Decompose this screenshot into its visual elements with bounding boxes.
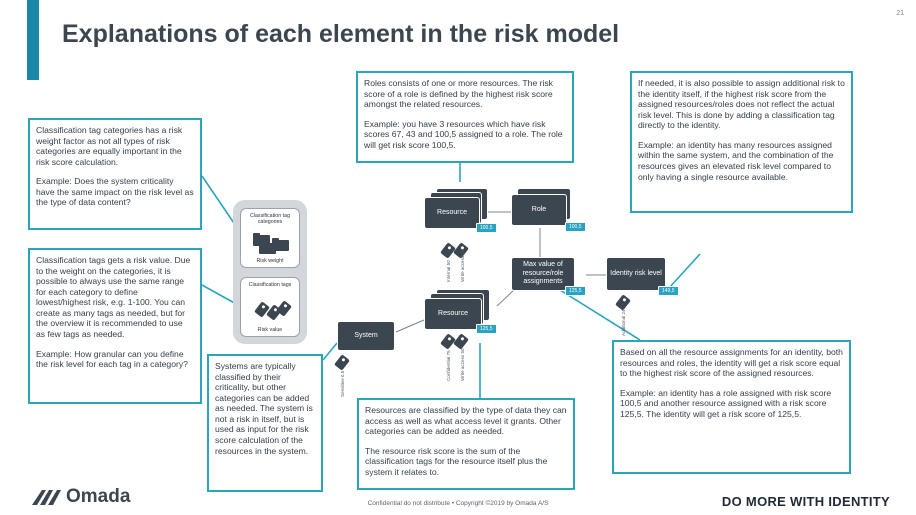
callout-resources: Resources are classified by the type of … <box>357 398 575 490</box>
tag-label: Write access 50 <box>460 249 465 282</box>
tag-label: Internal 50 <box>446 260 451 282</box>
callout-text: Roles consists of one or more resources.… <box>364 78 553 110</box>
resource-top-node: Resource 100,5 <box>424 188 497 236</box>
identity-risk-node: Identity risk level 149,5 <box>606 257 682 299</box>
risk-badge: 100,5 <box>476 223 497 233</box>
card-title: Classification tag categories <box>249 213 291 225</box>
card-label: Risk value <box>257 327 283 333</box>
tag-label: Write access 50 <box>460 348 465 381</box>
callout-systems: Systems are typically classified by thei… <box>207 354 323 492</box>
page-number: 21 <box>896 10 904 17</box>
callout-roles: Roles consists of one or more resources.… <box>356 71 574 163</box>
callout-example: Example: an identity has many resources … <box>638 139 834 182</box>
tag-values-card: Classification tags Risk value <box>240 277 300 337</box>
callout-tag-values: Classification tags gets a risk value. D… <box>28 248 202 404</box>
callout-text: Classification tag categories has a risk… <box>36 125 183 167</box>
system-node: System <box>337 321 397 355</box>
callout-line-assignments <box>559 289 641 341</box>
risk-badge: 149,5 <box>658 286 679 296</box>
callout-line-tags <box>201 284 239 306</box>
page-title: Explanations of each element in the risk… <box>62 20 620 48</box>
title-accent-bar <box>27 0 39 80</box>
resource-bottom-node: Resource 125,5 <box>424 289 497 337</box>
node-label: Resource <box>424 197 480 229</box>
callout-example: Example: you have 3 resources which have… <box>364 118 563 150</box>
callout-identity: If needed, it is also possible to assign… <box>630 71 853 213</box>
tag-label: Sensitive 0.5 <box>340 370 345 397</box>
max-value-node: Max value of resource/role assignments 1… <box>511 257 591 299</box>
tag-categories-card: Classification tag categories Risk weigh… <box>240 208 300 268</box>
callout-text: Systems are typically classified by thei… <box>215 361 313 456</box>
callout-line-identity <box>668 253 701 289</box>
node-label: System <box>337 321 395 351</box>
omada-logo-icon <box>32 490 61 505</box>
omada-logo: Omada <box>32 486 130 508</box>
copyright-note: Confidential do not distribute • Copyrig… <box>367 500 549 507</box>
callout-text: Based on all the resource assignments fo… <box>620 347 843 379</box>
callout-text: If needed, it is also possible to assign… <box>638 78 845 131</box>
callout-assignments: Based on all the resource assignments fo… <box>612 340 851 474</box>
role-node: Role 100,5 <box>511 188 586 236</box>
callout-example: Example: Does the system criticality hav… <box>36 176 194 208</box>
callout-text: Resources are classified by the type of … <box>365 405 567 437</box>
classification-tag-panel: Classification tag categories Risk weigh… <box>233 200 307 344</box>
callout-example: Example: How granular can you define the… <box>36 348 188 370</box>
tagline: DO MORE WITH IDENTITY <box>721 494 890 509</box>
callout-category-weights: Classification tag categories has a risk… <box>28 118 202 230</box>
tag-icon <box>251 300 292 322</box>
callout-text: Classification tags gets a risk value. D… <box>36 255 191 339</box>
callout-example: The resource risk score is the sum of th… <box>365 445 548 477</box>
card-label: Risk weight <box>256 258 284 264</box>
node-label: Identity risk level <box>606 257 666 291</box>
logo-text: Omada <box>66 486 131 507</box>
risk-badge: 125,5 <box>565 286 586 296</box>
card-title: Classification tags <box>248 282 292 288</box>
callout-example: Example: an identity has a role assigned… <box>620 387 832 419</box>
node-label: Role <box>511 194 567 226</box>
risk-badge: 100,5 <box>565 222 586 232</box>
tag-label: Confidential 75 <box>446 350 451 381</box>
callout-line-systems <box>322 342 338 361</box>
node-label: Max value of resource/role assignments <box>511 257 575 291</box>
tag-label: Additional 24 <box>621 309 626 336</box>
folder-icon <box>251 231 291 254</box>
node-label: Resource <box>424 298 482 330</box>
risk-badge: 125,5 <box>476 324 497 334</box>
